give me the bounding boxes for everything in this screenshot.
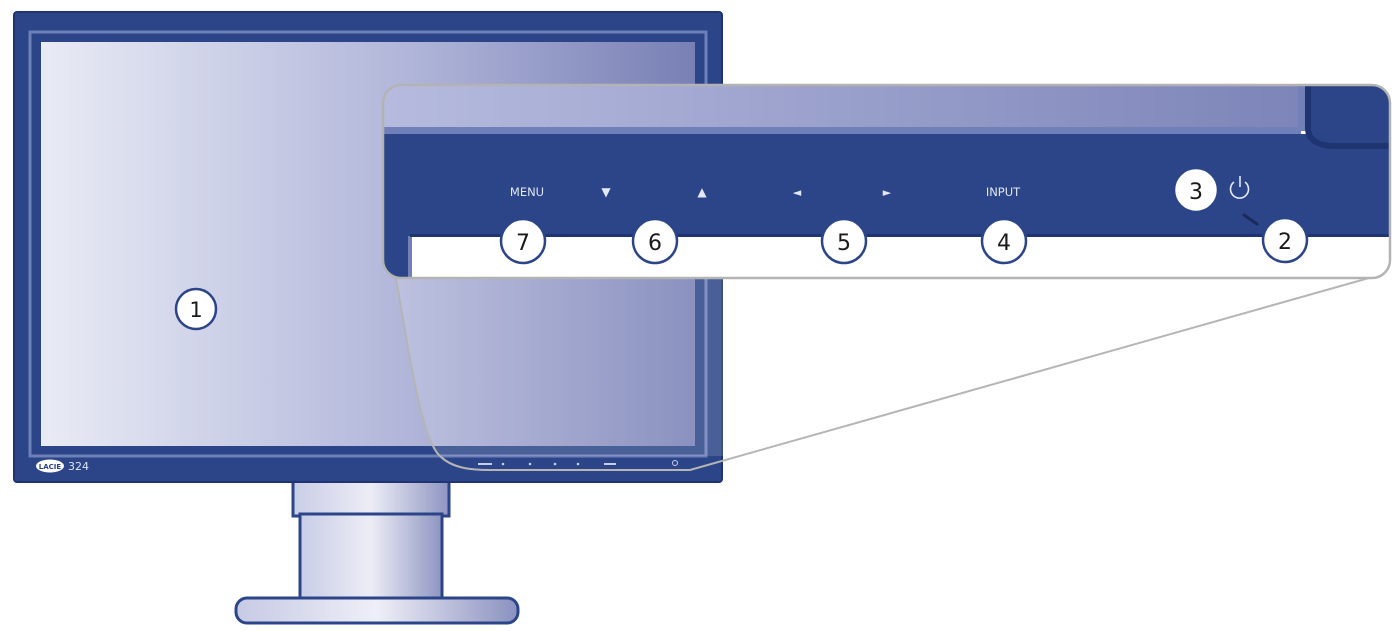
magnifier-outline [381, 83, 1392, 280]
zoomed-screen [383, 85, 1298, 129]
callout-2-number: 2 [1278, 230, 1292, 255]
callout-6: 6 [631, 217, 679, 265]
callout-7: 7 [499, 217, 547, 265]
callout-4-number: 4 [997, 231, 1011, 256]
power-led-indicator [1242, 213, 1259, 226]
callout-3-number: 3 [1189, 180, 1203, 205]
left-arrow-button: ◄ [793, 186, 802, 199]
down-arrow-button: ▼ [601, 185, 611, 199]
stand-neck [291, 478, 451, 518]
menu-button-label: MENU [510, 185, 544, 199]
callout-7-number: 7 [516, 231, 530, 256]
stand-base [234, 596, 520, 625]
callout-3: 3 [1172, 166, 1220, 214]
small-bezel-controls [478, 460, 678, 466]
up-arrow-button: ▲ [697, 185, 707, 199]
stand-column [298, 512, 444, 602]
monitor-stand [234, 478, 520, 625]
callout-1-number: 1 [189, 298, 202, 322]
lacie-logo: LACIE [36, 459, 64, 473]
callout-2: 2 [1261, 216, 1309, 264]
input-button-label: INPUT [986, 185, 1021, 199]
magnifier-cone [395, 275, 1377, 471]
right-arrow-button: ► [883, 186, 892, 199]
callout-1: 1 [174, 287, 218, 331]
logo-lettering: LACIE [39, 463, 62, 471]
model-number: 324 [68, 460, 89, 473]
callout-5-number: 5 [837, 231, 851, 256]
callout-6-number: 6 [648, 231, 662, 256]
callout-4: 4 [980, 217, 1028, 265]
callout-5: 5 [820, 217, 868, 265]
power-icon [1229, 176, 1250, 199]
